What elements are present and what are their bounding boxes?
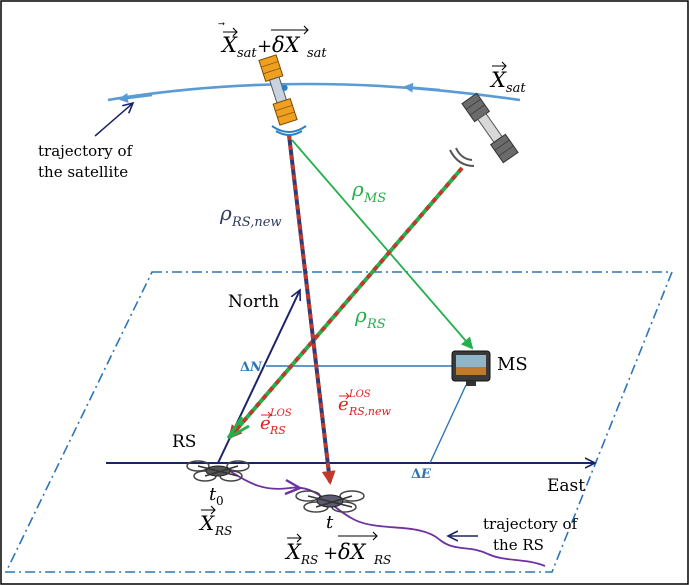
svg-text:⃗: ⃗ xyxy=(218,22,225,26)
orbit-arrow-mid xyxy=(403,82,441,93)
svg-text:X: X xyxy=(284,540,302,564)
sat-trajectory-label-line1: trajectory of xyxy=(38,142,134,160)
label-x-sat-perturbed: X ⃗ sat + δX sat xyxy=(218,22,327,61)
rs-trajectory xyxy=(227,469,546,567)
svg-text:LOS: LOS xyxy=(269,408,292,419)
satellite-original-icon xyxy=(461,92,519,164)
label-t: t xyxy=(326,512,334,533)
label-delta-n: Δ N xyxy=(240,360,263,375)
label-rho-ms: ρ MS xyxy=(351,177,386,206)
svg-text:RS: RS xyxy=(300,553,318,567)
svg-text:RS: RS xyxy=(366,317,386,332)
svg-text:X: X xyxy=(489,68,507,92)
label-x-rs-perturbed: X RS + δX RS xyxy=(284,531,391,567)
svg-text:ρ: ρ xyxy=(219,201,232,225)
ray-rho-rs-new-dash xyxy=(287,134,336,485)
svg-text:MS: MS xyxy=(363,191,386,206)
svg-text:sat: sat xyxy=(237,46,257,61)
svg-text:RS,new: RS,new xyxy=(231,215,282,230)
svg-text:RS: RS xyxy=(269,424,286,437)
svg-text:e: e xyxy=(338,394,349,415)
svg-text:e: e xyxy=(260,413,271,434)
orbit-arrow-left xyxy=(118,93,153,103)
svg-text:RS,new: RS,new xyxy=(348,405,392,418)
sat-trajectory-label-line2: the satellite xyxy=(38,163,128,181)
label-x-sat: X sat xyxy=(489,61,526,96)
ms-device-icon xyxy=(451,350,491,386)
svg-text:RS: RS xyxy=(214,524,232,538)
label-e-los-rs: e LOS RS xyxy=(260,408,292,437)
svg-text:δX: δX xyxy=(338,540,367,564)
label-rho-rs: ρ RS xyxy=(354,303,386,332)
svg-text:δX: δX xyxy=(272,33,301,57)
sat-original-signal-1 xyxy=(449,149,475,167)
label-delta-e: Δ E xyxy=(411,467,432,482)
ray-rho-rs-base xyxy=(228,166,464,439)
svg-text:Δ: Δ xyxy=(240,360,250,375)
rs-drone-t0-icon xyxy=(186,460,250,482)
ms-label: MS xyxy=(497,354,528,375)
svg-text:RS: RS xyxy=(373,553,391,567)
svg-text:E: E xyxy=(420,467,432,482)
label-e-los-rs-new: e LOS RS,new xyxy=(338,389,392,418)
svg-text:ρ: ρ xyxy=(351,177,364,201)
rs-trajectory-arrow xyxy=(284,478,303,496)
svg-text:sat: sat xyxy=(307,46,327,61)
delta-e-line xyxy=(429,384,467,464)
sat-original-signal-2 xyxy=(455,147,473,161)
satellite-orbit xyxy=(107,82,521,102)
svg-text:N: N xyxy=(249,360,263,375)
svg-text:LOS: LOS xyxy=(348,389,371,400)
svg-text:0: 0 xyxy=(216,494,224,508)
svg-text:t: t xyxy=(209,484,217,505)
sat-perturbed-signal-2 xyxy=(275,130,303,136)
north-label: North xyxy=(228,292,279,312)
label-x-rs: X RS xyxy=(198,505,232,538)
rs-drone-t-icon xyxy=(295,490,365,513)
svg-text:ρ: ρ xyxy=(354,303,367,327)
svg-text:Δ: Δ xyxy=(411,467,421,482)
ground-plane xyxy=(4,271,674,573)
rs-los-arrowhead xyxy=(226,416,250,440)
east-label: East xyxy=(547,476,585,496)
ray-rho-ms xyxy=(291,139,474,350)
svg-text:+: + xyxy=(323,543,338,564)
sat-trajectory-pointer xyxy=(94,103,133,137)
svg-text:X: X xyxy=(198,511,215,535)
rs-trajectory-label-line2: the RS xyxy=(493,536,544,554)
label-t0: t 0 xyxy=(209,484,224,508)
svg-text:X: X xyxy=(220,33,238,57)
rs-label: RS xyxy=(172,432,196,452)
svg-text:+: + xyxy=(257,36,272,57)
rs-trajectory-label-line1: trajectory of xyxy=(483,515,579,533)
svg-text:sat: sat xyxy=(506,81,526,96)
label-rho-rs-new: ρ RS,new xyxy=(219,201,282,230)
sat-perturbed-signal-1 xyxy=(271,125,307,133)
satellite-perturbed-icon xyxy=(258,54,298,126)
